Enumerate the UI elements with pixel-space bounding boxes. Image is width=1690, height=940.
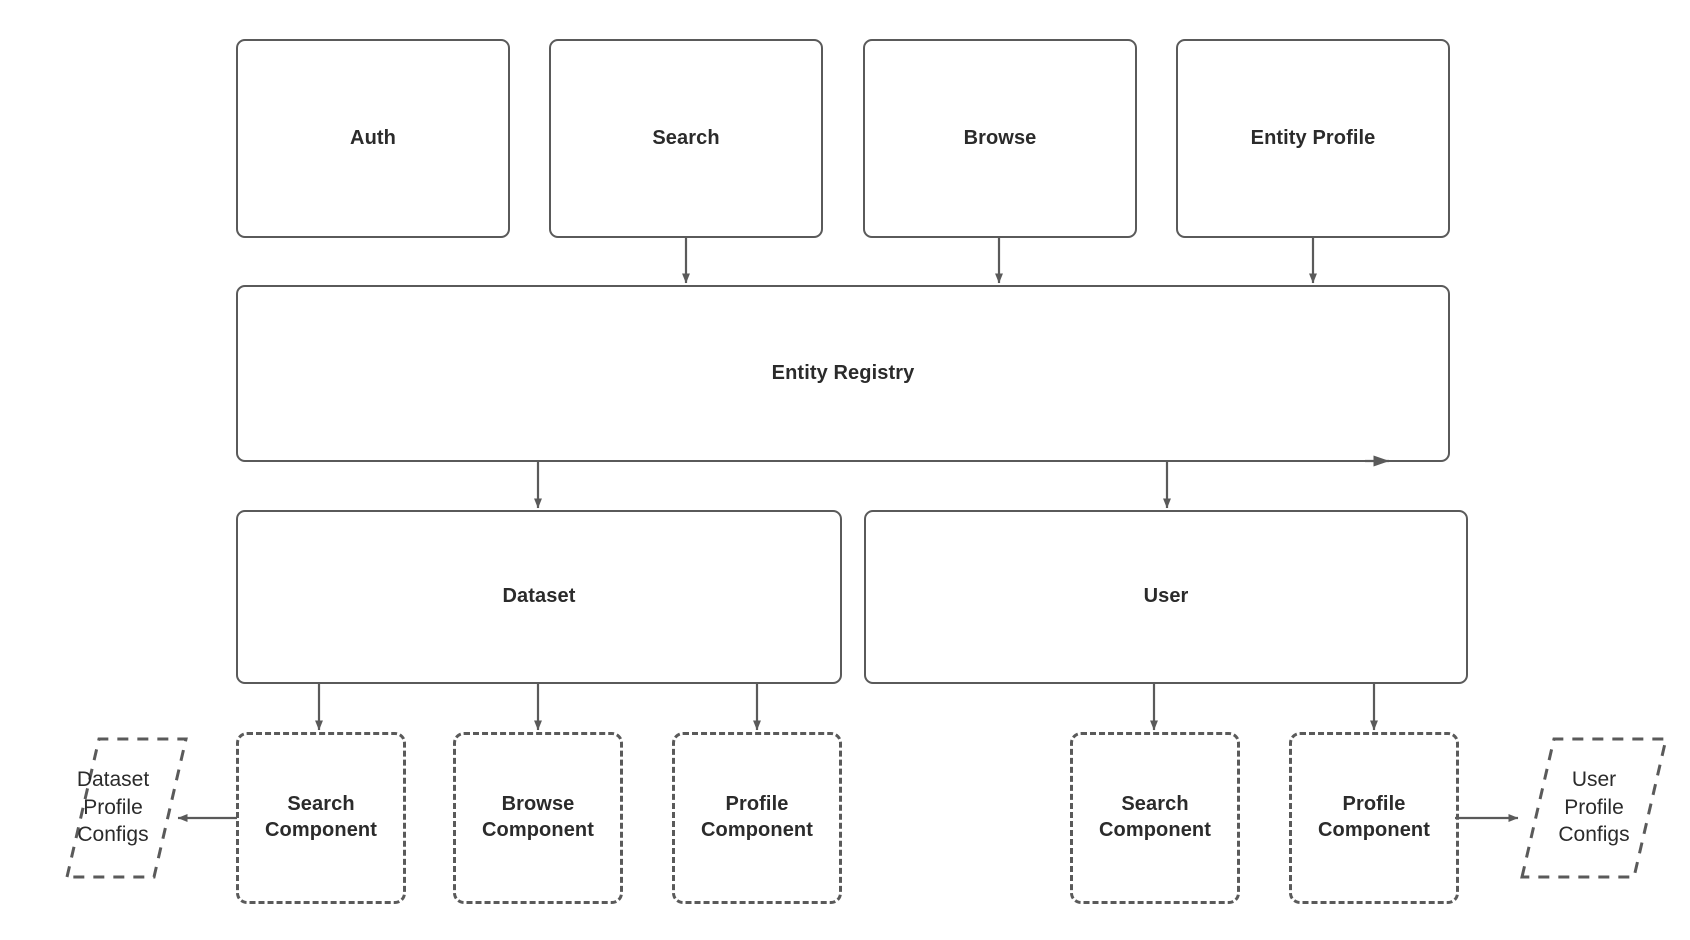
node-dataset[interactable]: Dataset	[236, 510, 842, 684]
node-user-label: User	[1143, 585, 1189, 608]
node-entity-profile-label: Entity Profile	[1250, 126, 1376, 149]
node-user[interactable]: User	[864, 510, 1468, 684]
dataset-browse-component-line2: Component	[482, 819, 594, 841]
dataset-browse-component-line1: Browse	[501, 793, 575, 816]
user-search-component-line1: Search	[1121, 793, 1189, 816]
dataset-profile-configs-shape	[65, 737, 188, 879]
node-browse[interactable]: Browse	[863, 39, 1137, 238]
user-profile-component-line1: Profile	[1342, 793, 1406, 816]
node-auth-label: Auth	[350, 126, 396, 149]
user-search-component-line2: Component	[1099, 819, 1211, 841]
node-dataset-search-component[interactable]: Search Component	[236, 732, 406, 904]
node-dataset-label: Dataset	[502, 585, 576, 608]
node-dataset-profile-configs[interactable]: Dataset Profile Configs	[38, 735, 188, 880]
node-entity-profile[interactable]: Entity Profile	[1176, 39, 1450, 238]
node-auth[interactable]: Auth	[236, 39, 510, 238]
dataset-search-component-line1: Search	[287, 793, 355, 816]
dataset-profile-component-line1: Profile	[725, 793, 789, 816]
user-profile-component-line2: Component	[1318, 819, 1430, 841]
dataset-profile-component-line2: Component	[701, 819, 813, 841]
node-user-profile-component[interactable]: Profile Component	[1289, 732, 1459, 904]
node-browse-label: Browse	[963, 126, 1037, 149]
node-user-search-component[interactable]: Search Component	[1070, 732, 1240, 904]
node-search[interactable]: Search	[549, 39, 823, 238]
node-entity-registry-label: Entity Registry	[771, 361, 915, 384]
node-user-profile-configs[interactable]: User Profile Configs	[1518, 735, 1670, 880]
node-entity-registry[interactable]: Entity Registry	[236, 285, 1450, 462]
user-profile-configs-shape	[1520, 737, 1668, 879]
node-search-label: Search	[652, 126, 720, 149]
dataset-search-component-line2: Component	[265, 819, 377, 841]
node-dataset-browse-component[interactable]: Browse Component	[453, 732, 623, 904]
node-dataset-profile-component[interactable]: Profile Component	[672, 732, 842, 904]
